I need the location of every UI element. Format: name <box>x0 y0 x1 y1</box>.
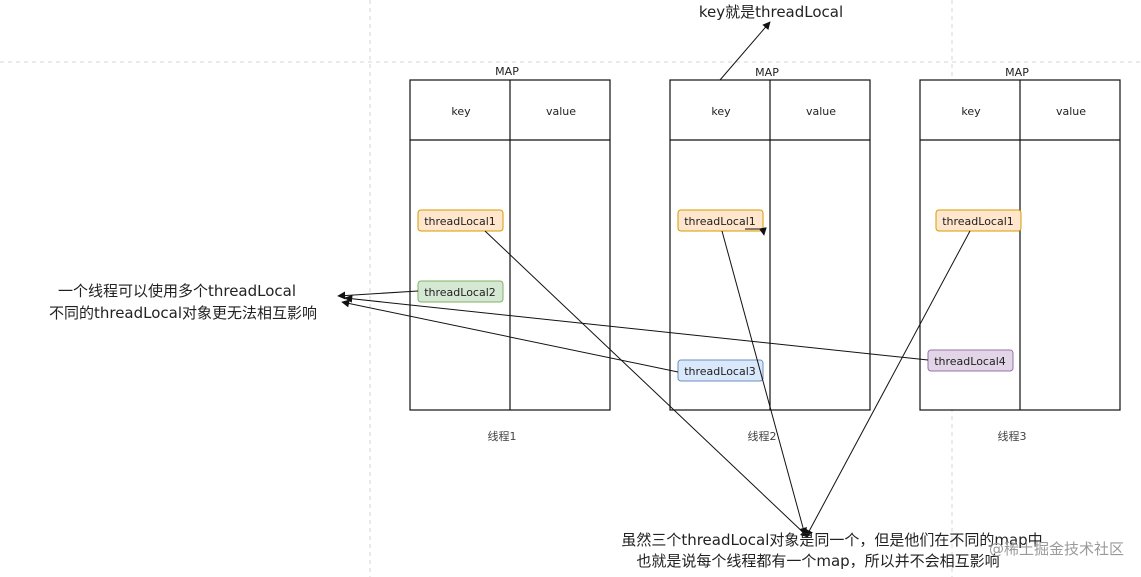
connector-arrows <box>337 21 971 538</box>
bottom-note-line1: 虽然三个threadLocal对象是同一个，但是他们在不同的map中 <box>621 531 1042 549</box>
arrow-tl1-map3-to-bottom <box>805 230 971 538</box>
value-header: value <box>806 105 836 118</box>
map-thread-1: MAP key value threadLocal1 threadLocal2 … <box>409 65 611 443</box>
key-header: key <box>451 105 471 118</box>
key-is-threadlocal-note: key就是threadLocal <box>699 3 843 21</box>
key-header: key <box>961 105 981 118</box>
tag-threadlocal4: threadLocal4 <box>927 349 1014 372</box>
svg-text:threadLocal4: threadLocal4 <box>934 355 1006 368</box>
svg-text:threadLocal2: threadLocal2 <box>424 286 496 299</box>
svg-text:threadLocal1: threadLocal1 <box>942 215 1014 228</box>
map-title: MAP <box>755 66 779 79</box>
bottom-note-line2: 也就是说每个线程都有一个map，所以并不会相互影响 <box>636 552 999 570</box>
arrow-tl1-map1-to-bottom <box>484 230 809 538</box>
left-note-line1: 一个线程可以使用多个threadLocal <box>58 282 296 300</box>
arrow-to-key-note <box>719 21 771 81</box>
value-header: value <box>1056 105 1086 118</box>
svg-text:threadLocal3: threadLocal3 <box>684 365 756 378</box>
map-title: MAP <box>495 65 519 78</box>
arrow-tl1-map2-to-bottom <box>721 230 807 536</box>
watermark-text: @稀土掘金技术社区 <box>989 540 1124 558</box>
tag-threadlocal1: threadLocal1 <box>935 209 1022 232</box>
key-header: key <box>711 105 731 118</box>
arrow-tl4-to-left-note <box>344 294 929 361</box>
map-caption: 线程2 <box>748 429 777 443</box>
tag-threadlocal3: threadLocal3 <box>677 359 764 382</box>
value-header: value <box>546 105 576 118</box>
map-title: MAP <box>1005 66 1029 79</box>
arrow-tl2-to-left-note <box>337 290 419 300</box>
tag-threadlocal2: threadLocal2 <box>417 280 504 303</box>
tag-threadlocal1: threadLocal1 <box>417 209 504 232</box>
svg-text:threadLocal1: threadLocal1 <box>424 215 496 228</box>
arrow-small-hook <box>745 227 767 236</box>
tag-threadlocal1: threadLocal1 <box>677 209 764 232</box>
svg-text:threadLocal1: threadLocal1 <box>684 215 756 228</box>
map-caption: 线程1 <box>488 429 517 443</box>
left-note-line2: 不同的threadLocal对象更无法相互影响 <box>49 304 317 322</box>
map-caption: 线程3 <box>998 429 1027 443</box>
map-thread-2: MAP key value threadLocal1 threadLocal3 … <box>669 66 871 443</box>
map-thread-3: MAP key value threadLocal1 threadLocal4 … <box>919 66 1121 443</box>
